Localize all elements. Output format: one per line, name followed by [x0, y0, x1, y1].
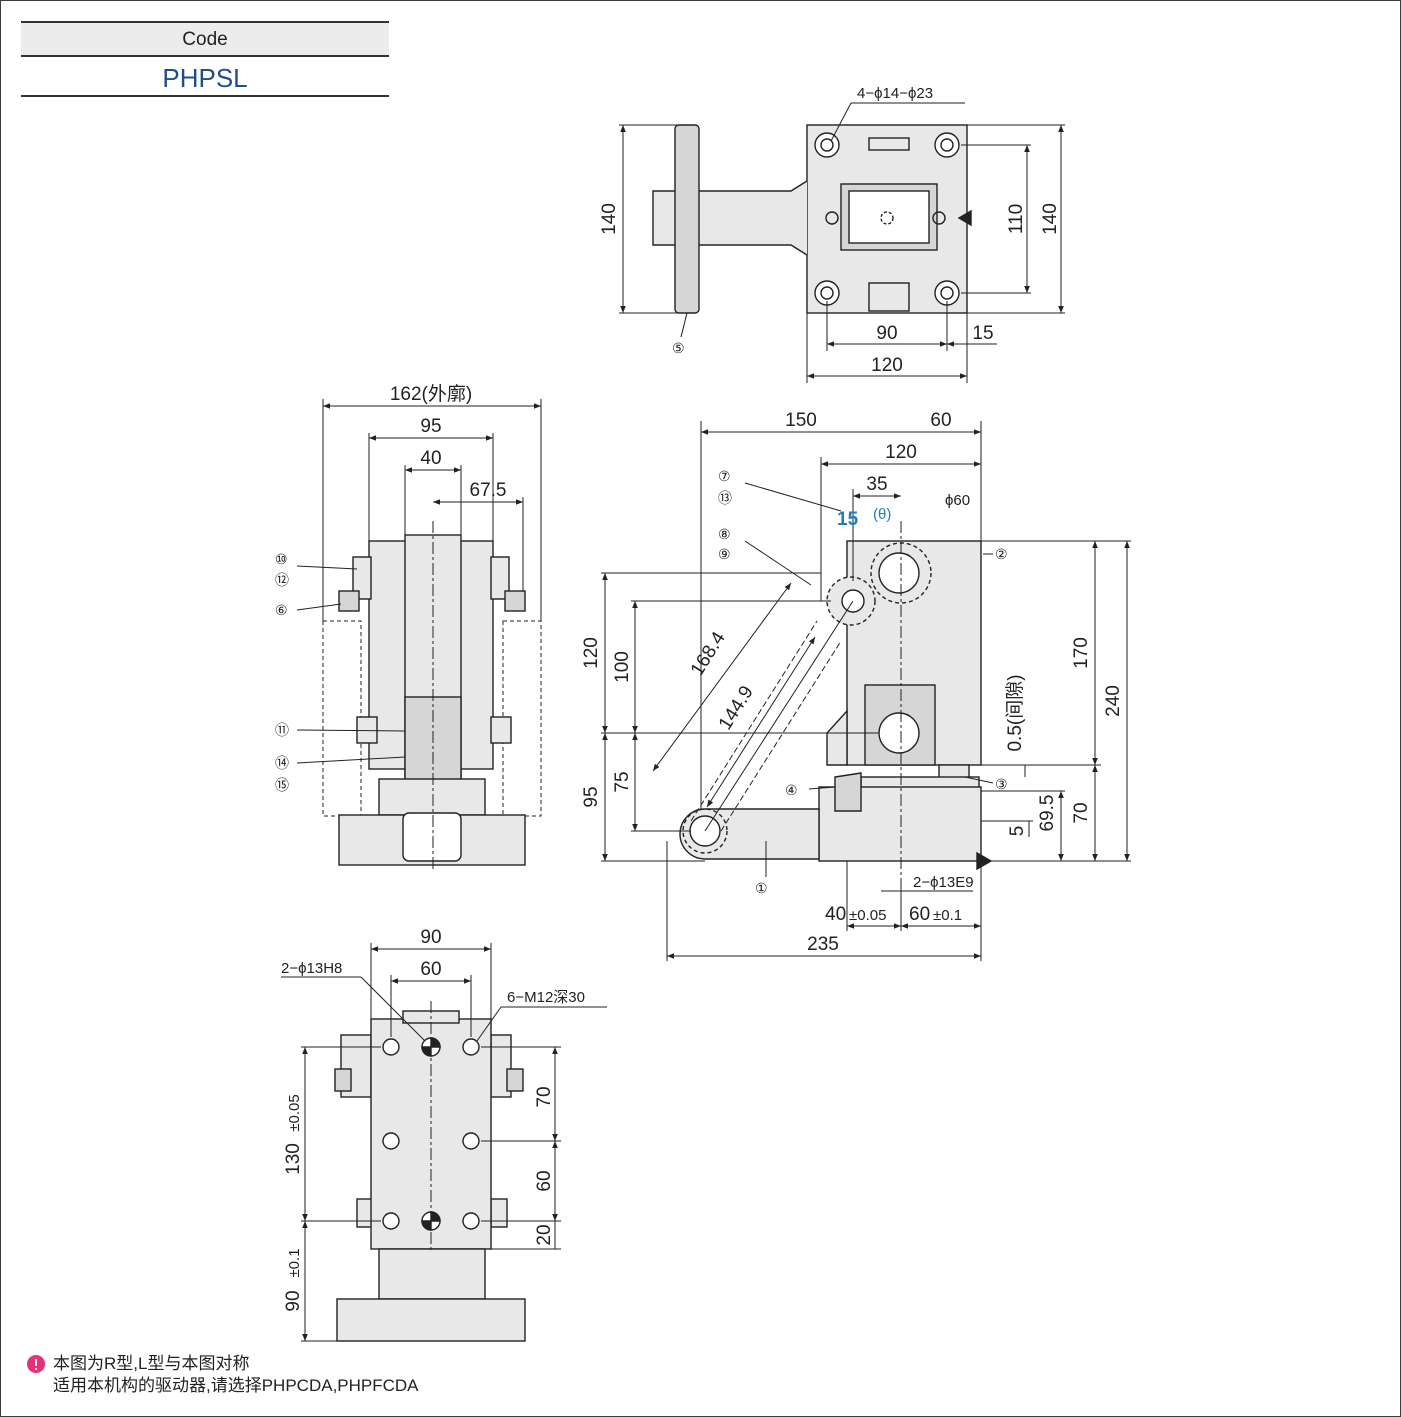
bottom-view: [281, 943, 607, 1342]
front-part-9: ⑨: [718, 546, 731, 562]
bottom-view-labels: 90 60 2−ϕ13H8 6−M12深30 70 60 20 130 ±0.0…: [281, 927, 585, 1312]
front-part-4: ④: [785, 782, 798, 798]
top-dim-15: 15: [972, 323, 993, 344]
note-line-1: 本图为R型,L型与本图对称: [53, 1354, 250, 1373]
bottom-dim-70-v: 70: [534, 1086, 555, 1107]
front-dim-168-4: 168.4: [687, 628, 730, 680]
front-part-2: ②: [995, 546, 1008, 562]
front-part-1: ①: [755, 880, 768, 896]
bottom-dim-90: 90: [420, 927, 441, 948]
bottom-dim-60: 60: [420, 959, 441, 980]
front-dim-240-v: 240: [1103, 685, 1124, 717]
side-dim-40: 40: [420, 448, 441, 469]
front-part-8: ⑧: [718, 526, 731, 542]
front-dim-75-v: 75: [612, 771, 633, 792]
code-header: Code: [21, 21, 389, 57]
front-tol-005: ±0.05: [849, 907, 886, 924]
top-part-5: ⑤: [672, 340, 685, 356]
bottom-dim-90-v: 90: [283, 1290, 304, 1311]
side-part-15: ⑮: [275, 777, 289, 793]
front-dim-phi60: ϕ60: [945, 492, 970, 509]
side-dim-67-5: 67.5: [470, 480, 507, 501]
side-part-10: ⑩: [275, 551, 288, 567]
side-part-14: ⑭: [275, 755, 289, 771]
top-view-labels: 140 110 140 90 15 120 4−ϕ14−ϕ23 ⑤: [599, 85, 1061, 376]
notes: 本图为R型,L型与本图对称 适用本机构的驱动器,请选择PHPCDA,PHPFCD…: [27, 1353, 419, 1397]
bottom-dim-130-v: 130: [283, 1143, 304, 1175]
bottom-holes-h8: 2−ϕ13H8: [281, 960, 342, 977]
front-dim-35: 35: [866, 474, 887, 495]
front-dim-100-v: 100: [612, 651, 633, 683]
top-dim-140-right: 140: [1040, 203, 1061, 235]
front-part-7: ⑦: [718, 468, 731, 484]
top-view: [619, 102, 1065, 383]
front-dim-120: 120: [885, 442, 917, 463]
front-dim-235: 235: [807, 934, 839, 955]
top-dim-90: 90: [876, 323, 897, 344]
info-icon: [27, 1355, 45, 1373]
side-view: [296, 399, 542, 871]
bottom-tapped-holes: 6−M12深30: [507, 989, 585, 1006]
top-dim-120: 120: [871, 355, 903, 376]
top-pin: [674, 124, 700, 314]
top-holes-callout: 4−ϕ14−ϕ23: [857, 85, 933, 102]
front-angle-15: 15: [837, 509, 859, 530]
side-part-6: ⑥: [275, 602, 288, 618]
front-dim-60: 60: [930, 410, 951, 431]
top-dim-110: 110: [1006, 204, 1027, 234]
side-part-12: ⑫: [275, 572, 289, 588]
code-value: PHPSL: [21, 59, 389, 97]
bottom-tol-90: ±0.1: [286, 1248, 303, 1277]
front-dim-5-v: 5: [1007, 826, 1028, 837]
front-view: [601, 421, 1131, 961]
side-view-labels: 162(外廓) 95 40 67.5 ⑩ ⑫ ⑥ ⑪ ⑭ ⑮: [275, 383, 506, 793]
front-dim-40: 40: [825, 904, 846, 925]
front-dim-144-9: 144.9: [715, 682, 758, 733]
front-holes-e9: 2−ϕ13E9: [913, 874, 974, 891]
front-dim-170-v: 170: [1071, 637, 1092, 669]
front-part-13: ⑬: [718, 490, 732, 506]
bottom-dim-20-v: 20: [534, 1224, 555, 1245]
side-dim-162: 162(外廓): [390, 383, 472, 405]
front-tol-01: ±0.1: [933, 907, 962, 924]
front-dim-70-v: 70: [1071, 802, 1092, 823]
front-dim-95-v: 95: [581, 786, 602, 807]
front-dim-gap: 0.5(间隙): [1004, 674, 1026, 751]
front-part-3: ③: [995, 776, 1008, 792]
front-dim-150: 150: [785, 410, 817, 431]
note-line-2: 适用本机构的驱动器,请选择PHPCDA,PHPFCDA: [53, 1376, 419, 1395]
bottom-dim-60-v: 60: [534, 1170, 555, 1191]
bottom-base: [336, 1298, 526, 1342]
side-part-11: ⑪: [275, 722, 289, 738]
front-dim-69-5-v: 69.5: [1037, 795, 1058, 832]
top-dim-140-left: 140: [599, 203, 620, 235]
side-dim-95: 95: [420, 416, 441, 437]
front-dim-120-v: 120: [581, 637, 602, 669]
front-dim-60-b: 60: [909, 904, 930, 925]
front-angle-theta: (θ): [873, 506, 891, 523]
bottom-tol-130: ±0.05: [286, 1094, 303, 1131]
